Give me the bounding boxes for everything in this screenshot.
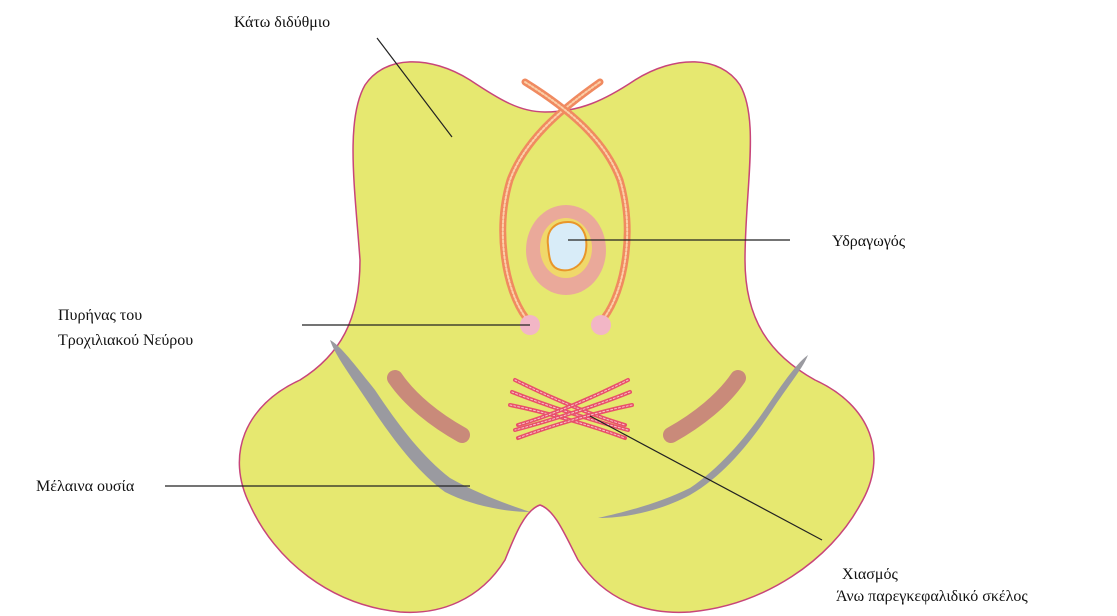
label-trochlear-nucleus-line2: Τροχιλιακού Νεύρου <box>58 330 193 351</box>
label-inferior-colliculus: Κάτω διδύθμιο <box>234 12 330 33</box>
cerebral-aqueduct <box>548 222 587 270</box>
midbrain-outline <box>239 62 874 613</box>
label-substantia-nigra: Μέλαινα ουσία <box>36 476 134 497</box>
label-trochlear-nucleus-line1: Πυρήνας του <box>58 305 142 326</box>
trochlear-nucleus-right <box>591 315 611 335</box>
label-aqueduct: Υδραγωγός <box>832 231 905 252</box>
label-decussation-line2: Άνω παρεγκεφαλιδικό σκέλος <box>836 586 1028 607</box>
label-decussation-line1: Χιασμός <box>842 564 898 585</box>
